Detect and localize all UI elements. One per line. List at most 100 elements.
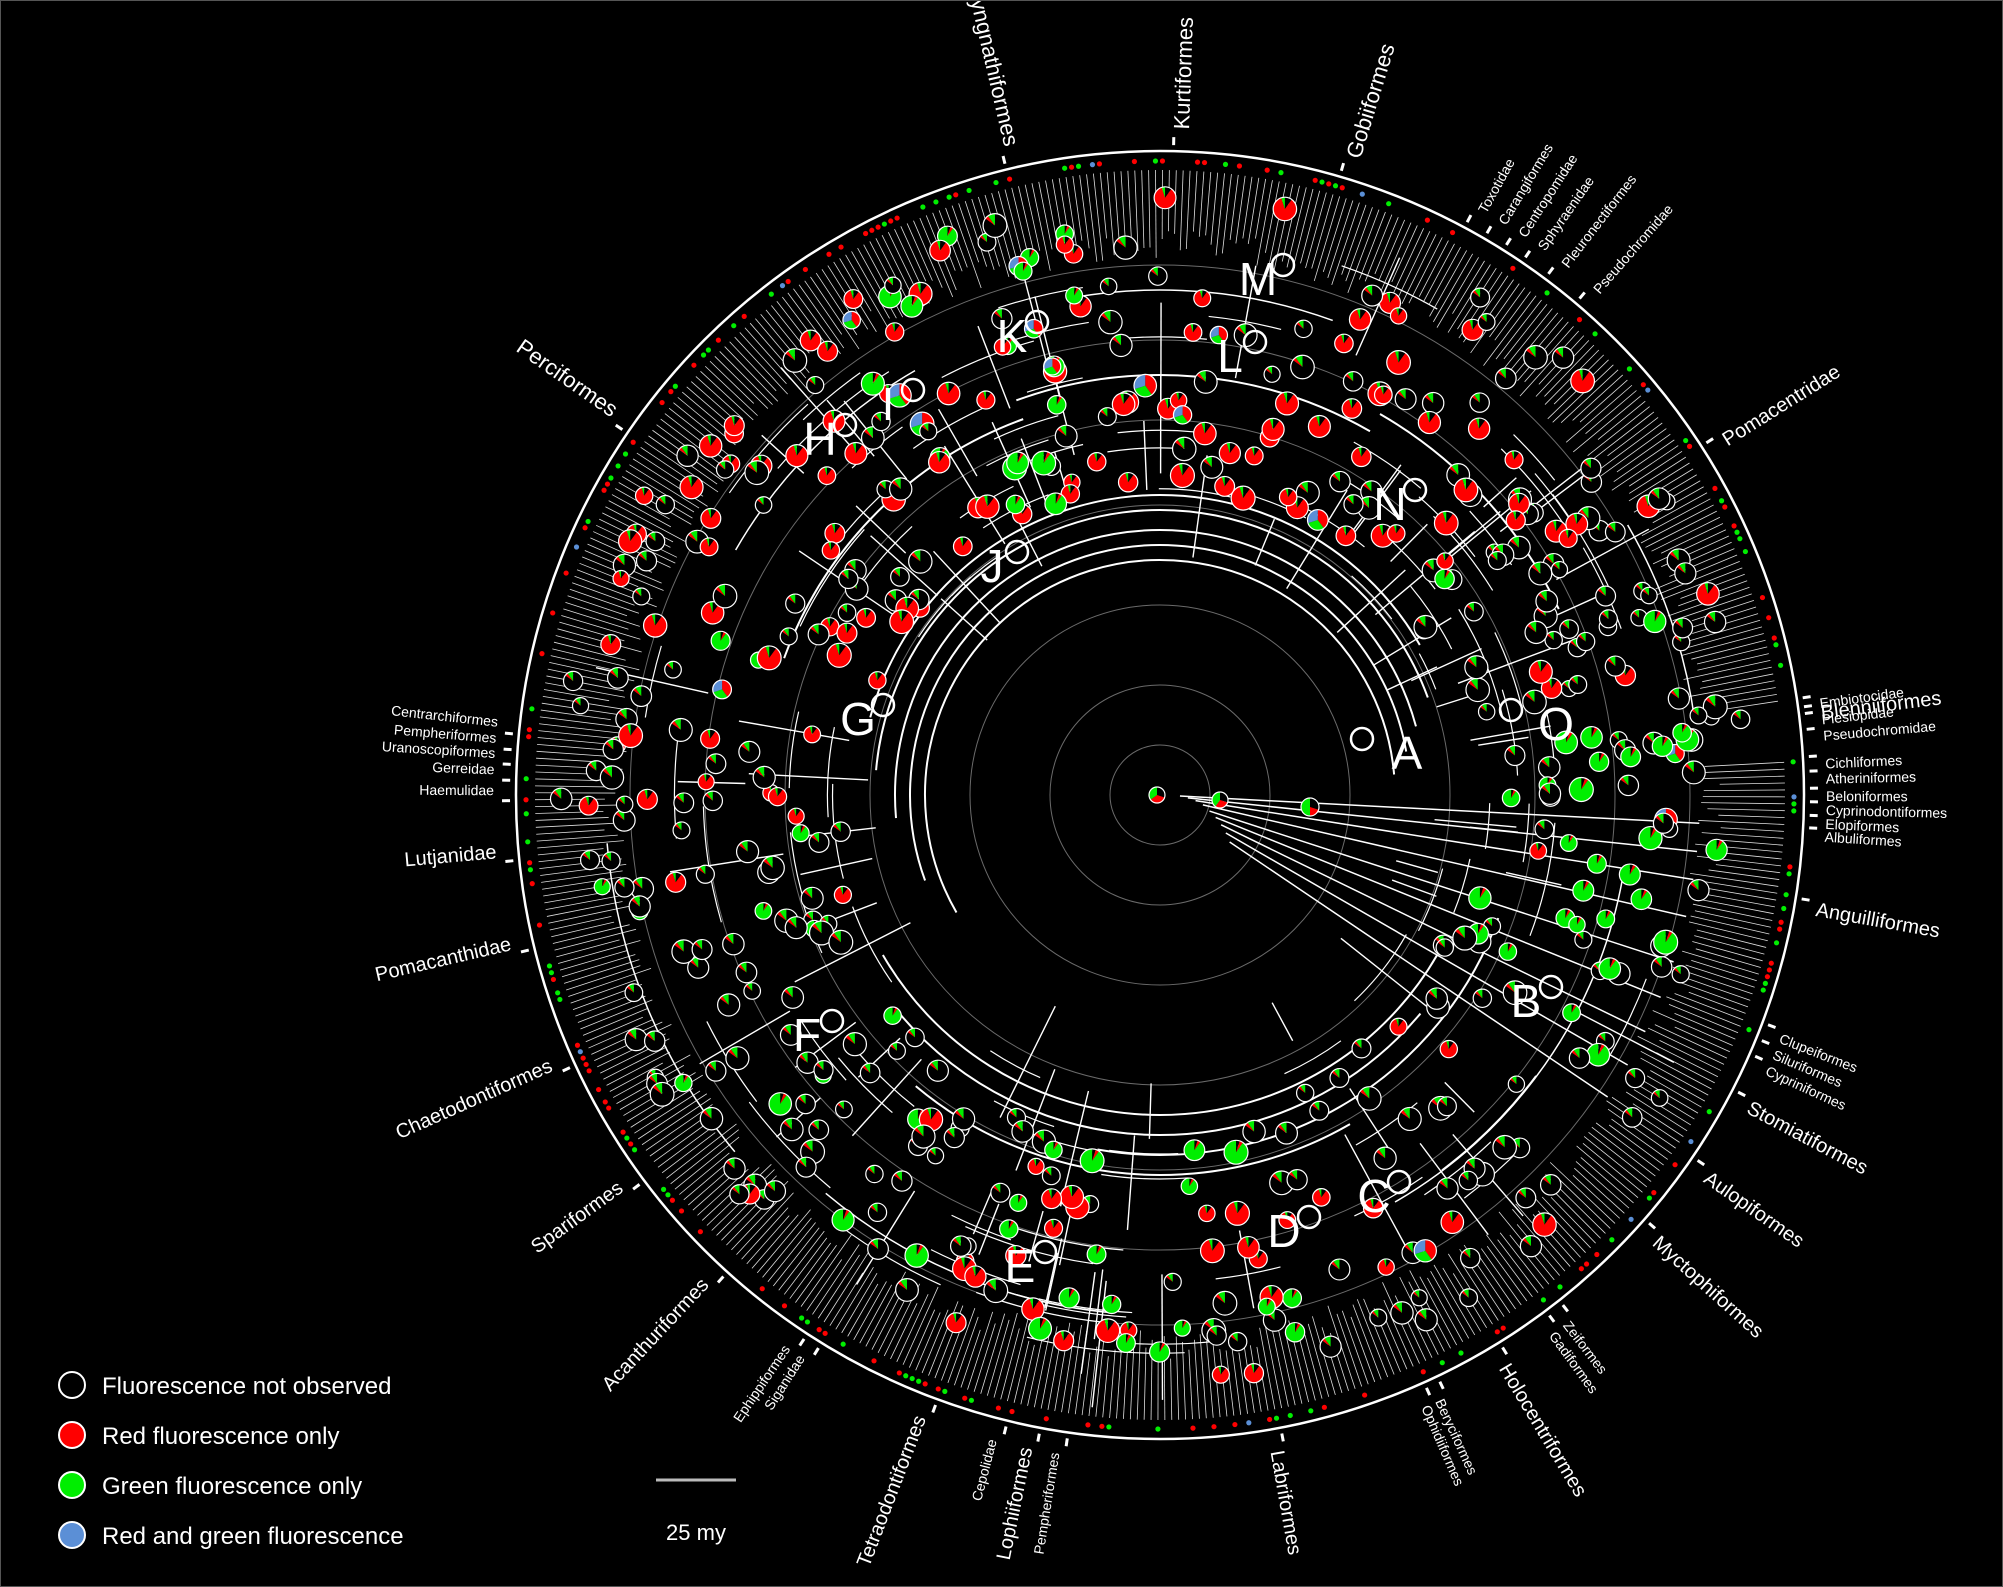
pie-slice [861, 426, 885, 450]
pie-slice [1280, 1122, 1287, 1134]
node-pie [993, 338, 1012, 356]
node-pie [664, 660, 682, 679]
tip-branch [1067, 1324, 1082, 1414]
tip-state-dot [1326, 181, 1332, 187]
pie-slice [1735, 710, 1741, 720]
pie-outline [808, 1119, 830, 1141]
tip-branch [1182, 1341, 1187, 1420]
pie-slice [798, 1054, 808, 1063]
pie-slice [1032, 1297, 1040, 1310]
pie-outline [1705, 838, 1728, 862]
node-pie [929, 239, 951, 262]
tip-branch [1628, 451, 1683, 487]
pie-slice [678, 447, 688, 456]
tip-state-dot [1640, 382, 1646, 388]
pie-slice [1580, 458, 1601, 479]
pie-slice [1618, 775, 1639, 796]
node-pie [1044, 492, 1068, 516]
tip-branch [545, 893, 631, 911]
node-pie [1570, 368, 1596, 394]
pie-slice [1008, 1219, 1012, 1230]
tip-branch [588, 1019, 654, 1049]
pie-outline [1087, 452, 1107, 472]
pie-slice [1538, 592, 1547, 602]
pie-outline [578, 795, 599, 816]
pie-slice [626, 723, 631, 736]
clade-bracket [716, 1275, 725, 1284]
node-pie [1621, 1107, 1643, 1128]
pie-slice [656, 495, 675, 514]
pie-slice [715, 586, 726, 597]
pie-slice [1313, 1101, 1320, 1111]
pie-slice [813, 1120, 819, 1130]
tip-branch [563, 959, 640, 984]
pie-slice [930, 1147, 936, 1156]
pie-slice [802, 1142, 813, 1152]
time-ring [1049, 684, 1271, 906]
pie-slice [1296, 321, 1304, 329]
node-pie [919, 422, 938, 441]
pie-outline [712, 583, 738, 609]
node-pie [1386, 350, 1412, 375]
pie-slice [730, 1046, 738, 1059]
node-pie [1013, 261, 1033, 281]
node-pie [800, 886, 824, 910]
pie-slice [1429, 411, 1436, 423]
branch-radial [1390, 523, 1428, 563]
tip-branch [1637, 1035, 1719, 1078]
pie-slice [1396, 307, 1399, 316]
pie-slice [1499, 368, 1506, 379]
pie-slice [885, 323, 904, 342]
pie-slice [1463, 1288, 1469, 1298]
node-pie [1703, 610, 1727, 634]
pie-slice [611, 667, 618, 678]
tip-branch [1691, 959, 1757, 982]
tip-state-dot [816, 1327, 822, 1333]
node-pie [1537, 756, 1561, 779]
pie-slice [890, 567, 910, 587]
node-pie [884, 276, 902, 295]
pie-slice [707, 791, 713, 801]
node-pie [700, 507, 722, 529]
pie-slice [1652, 487, 1660, 499]
clade-bracket [1425, 1387, 1432, 1396]
pie-outline [1667, 687, 1691, 710]
pie-slice [665, 872, 686, 893]
pie-slice [677, 792, 684, 803]
pie-slice [1707, 582, 1715, 594]
node-pie [655, 494, 676, 515]
pie-slice [1488, 551, 1507, 570]
pie-slice [636, 587, 642, 597]
tip-branch [739, 332, 787, 385]
pie-slice [786, 986, 793, 998]
pie-slice [1511, 789, 1514, 798]
pie-slice [659, 495, 666, 505]
pie-outline [1044, 1140, 1063, 1160]
pie-slice [803, 889, 813, 899]
pie-outline [803, 725, 822, 744]
pie-outline [1013, 261, 1033, 281]
pie-slice [1645, 734, 1654, 744]
pie-slice [1662, 736, 1666, 747]
node-pie [1133, 373, 1158, 398]
tip-state-dot [1790, 759, 1796, 765]
pie-slice [1184, 1139, 1205, 1161]
pie-slice [635, 877, 643, 889]
node-letter-m: M [1239, 253, 1277, 305]
pie-slice [1673, 967, 1681, 975]
node-pie [1041, 1188, 1063, 1210]
pie-outline [722, 932, 745, 956]
tip-state-dot [1449, 229, 1456, 236]
node-pie [1193, 421, 1217, 446]
pie-slice [1460, 1248, 1480, 1268]
node-letter-j: J [981, 540, 1004, 592]
branch-arc [748, 1101, 831, 1189]
pie-outline [1696, 581, 1720, 606]
pie-slice [1345, 373, 1354, 382]
tip-branch [1305, 192, 1327, 269]
tip-state-dot [1683, 437, 1689, 444]
branch-radial [1044, 1252, 1058, 1308]
pie-slice [621, 570, 626, 579]
pie-outline [1278, 1211, 1297, 1230]
tip-branch [551, 921, 615, 938]
